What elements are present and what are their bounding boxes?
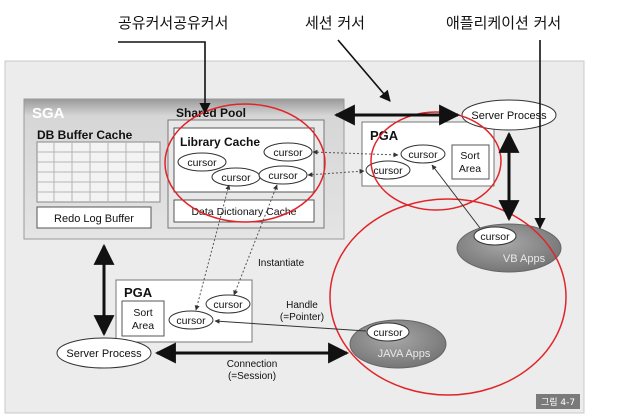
library-cache-label: Library Cache (180, 135, 260, 149)
arrow-shared-cursor (118, 41, 211, 115)
sga-title: SGA (32, 105, 65, 122)
instantiate-label: Instantiate (258, 258, 305, 269)
svg-text:cursor: cursor (480, 231, 510, 243)
svg-text:cursor: cursor (373, 327, 403, 339)
svg-text:Server Process: Server Process (66, 348, 142, 360)
pga-top-sort-line1: Sort (460, 150, 479, 162)
pga-bottom-cursor-1: cursor (205, 294, 251, 314)
svg-text:cursor: cursor (373, 165, 403, 177)
connection-label-line2: (=Session) (228, 371, 276, 382)
library-cursor-1: cursor (177, 152, 227, 172)
pga-bottom-sort-line1: Sort (133, 307, 152, 319)
figure-number: 그림 4-7 (541, 396, 575, 408)
server-process-top: Server Process (461, 99, 557, 131)
db-buffer-cache (36, 141, 161, 203)
library-cursor-3: cursor (263, 142, 313, 162)
pga-bottom-title: PGA (124, 285, 153, 300)
library-cursor-2: cursor (211, 167, 261, 187)
connection-label-line1: Connection (227, 359, 278, 370)
server-process-bottom: Server Process (56, 337, 152, 369)
svg-text:cursor: cursor (221, 172, 251, 184)
svg-text:cursor: cursor (408, 149, 438, 161)
link-shared-pga-bottom-1 (194, 184, 231, 311)
session-cursor-2: cursor (365, 160, 411, 180)
svg-text:cursor: cursor (268, 170, 298, 182)
handle-label-line2: (=Pointer) (280, 312, 324, 323)
svg-text:VB Apps: VB Apps (503, 253, 546, 265)
redo-log-buffer-box (36, 206, 152, 229)
pga-bottom-sort-line2: Area (132, 320, 154, 332)
svg-text:JAVA Apps: JAVA Apps (378, 348, 431, 360)
svg-text:cursor: cursor (176, 315, 206, 327)
redo-log-buffer-label: Redo Log Buffer (54, 213, 134, 225)
session-cursor-1: cursor (400, 144, 446, 164)
figure-number-tag (536, 394, 580, 409)
caption-session-cursor: 세션 커서 (305, 14, 365, 32)
caption-application-cursor: 애플리케이션 커서 (446, 14, 561, 32)
application-cursor-highlight (329, 198, 567, 396)
link-vb-session (431, 164, 481, 229)
pga-top-sort-line2: Area (459, 163, 481, 175)
handle-label-line1: Handle (286, 300, 318, 311)
java-apps-cursor: cursor (366, 322, 410, 342)
pga-bottom-sort-area (121, 300, 165, 337)
link-shared-session-2 (307, 168, 365, 178)
arrow-session-cursor (337, 39, 391, 102)
svg-text:cursor: cursor (187, 157, 217, 169)
svg-text:cursor: cursor (273, 147, 303, 159)
library-cursor-4: cursor (258, 165, 308, 185)
caption-shared-cursor: 공유커서공유커서 (118, 14, 228, 32)
svg-text:cursor: cursor (213, 299, 243, 311)
db-buffer-cache-label: DB Buffer Cache (37, 128, 133, 142)
pga-top-sort-area (451, 144, 490, 180)
pga-bottom-cursor-2: cursor (168, 310, 214, 330)
link-java-pga-bottom (214, 318, 367, 332)
vb-apps-cursor: cursor (473, 226, 517, 246)
shared-pool-title: Shared Pool (176, 106, 246, 120)
svg-text:Server Process: Server Process (471, 110, 547, 122)
